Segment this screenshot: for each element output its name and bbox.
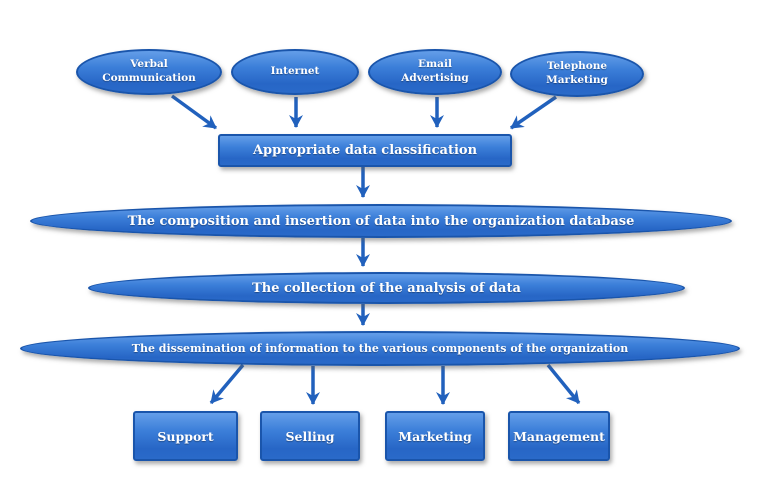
stage-ellipse-collection-analysis: The collection of the analysis of data — [88, 272, 685, 304]
department-box-marketing: Marketing — [385, 411, 485, 461]
source-label: Telephone Marketing — [546, 60, 608, 86]
source-ellipse-telephone-marketing: Telephone Marketing — [510, 51, 644, 97]
department-box-management: Management — [508, 411, 610, 461]
department-label: Marketing — [398, 428, 472, 444]
stage-label: The dissemination of information to the … — [131, 342, 629, 355]
stage-label: The collection of the analysis of data — [252, 280, 521, 296]
department-label: Selling — [285, 428, 335, 444]
stage-label: The composition and insertion of data in… — [127, 213, 635, 229]
arrow-stage3-to-management — [546, 363, 581, 405]
arrow-verbal-to-classification — [170, 94, 218, 130]
source-label: Internet — [270, 65, 320, 78]
source-label: Verbal Communication — [102, 58, 196, 84]
stage-ellipse-composition-insertion: The composition and insertion of data in… — [30, 204, 732, 238]
arrow-stage3-to-support — [209, 363, 245, 405]
source-ellipse-email-advertising: Email Advertising — [368, 49, 502, 95]
source-ellipse-internet: Internet — [231, 49, 359, 95]
classification-label: Appropriate data classification — [252, 143, 478, 158]
department-box-support: Support — [133, 411, 238, 461]
department-label: Management — [513, 428, 605, 444]
arrow-telephone-to-classification — [510, 95, 557, 130]
stage-ellipse-dissemination: The dissemination of information to the … — [20, 331, 740, 366]
department-box-selling: Selling — [260, 411, 360, 461]
source-ellipse-verbal-communication: Verbal Communication — [76, 49, 222, 95]
department-label: Support — [157, 428, 214, 444]
classification-box: Appropriate data classification — [218, 134, 512, 167]
source-label: Email Advertising — [401, 58, 469, 84]
